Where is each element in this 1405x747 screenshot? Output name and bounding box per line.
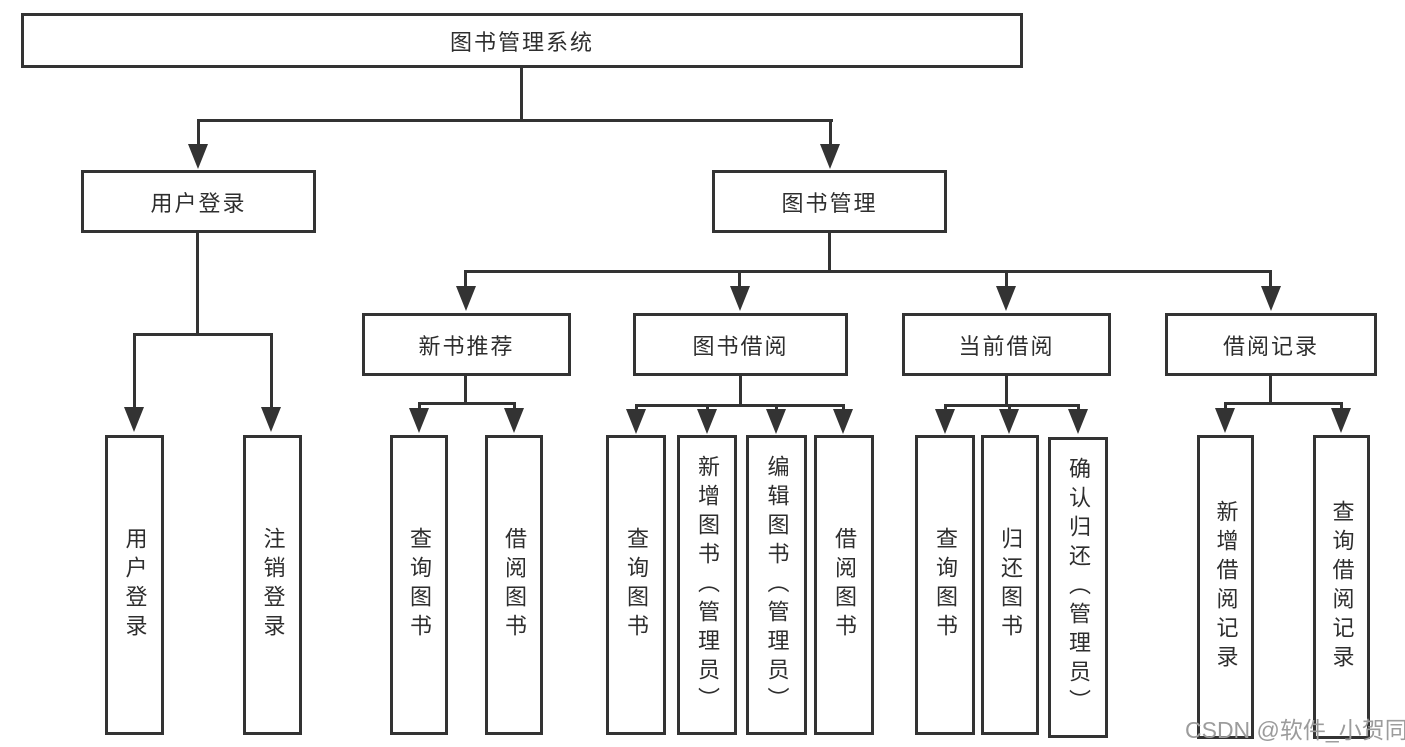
connector-line <box>197 119 200 147</box>
connector-line <box>1008 404 1011 410</box>
connector-line <box>706 404 709 410</box>
arrow-down-icon <box>456 286 476 311</box>
arrow-down-icon <box>261 407 281 432</box>
leaf-record-query-record: 查询借阅记录 <box>1313 435 1370 739</box>
arrow-down-icon <box>935 409 955 434</box>
connector-line <box>133 333 136 408</box>
node-label: 新增图书（管理员） <box>695 454 720 716</box>
node-label: 当前借阅 <box>958 333 1055 359</box>
leaf-current-return-book: 归还图书 <box>981 435 1039 735</box>
connector-line <box>1224 402 1343 405</box>
watermark: CSDN @软件_小贺同学 <box>1185 717 1405 743</box>
node-new-book-recommendation: 新书推荐 <box>362 313 571 376</box>
arrow-down-icon <box>626 409 646 434</box>
connector-line <box>775 404 778 410</box>
node-label: 查询图书 <box>624 527 649 643</box>
connector-line <box>944 404 947 410</box>
connector-line <box>1077 404 1080 410</box>
connector-line <box>464 376 467 404</box>
arrow-down-icon <box>730 286 750 311</box>
arrow-down-icon <box>188 144 208 169</box>
node-label: 图书管理系统 <box>449 29 594 55</box>
connector-line <box>196 233 199 335</box>
leaf-borrow-add-book-admin: 新增图书（管理员） <box>677 435 737 735</box>
connector-line <box>738 270 741 287</box>
node-current-borrowing: 当前借阅 <box>902 313 1111 376</box>
connector-line <box>464 270 1272 273</box>
node-user-login-branch: 用户登录 <box>81 170 316 233</box>
connector-line <box>418 402 421 410</box>
leaf-borrow-borrow-books: 借阅图书 <box>814 435 874 735</box>
connector-line <box>197 119 833 122</box>
arrow-down-icon <box>409 408 429 433</box>
connector-line <box>1340 402 1343 410</box>
arrow-down-icon <box>999 409 1019 434</box>
leaf-record-add-record: 新增借阅记录 <box>1197 435 1254 739</box>
leaf-current-confirm-return-admin: 确认归还（管理员） <box>1048 437 1108 738</box>
node-label: 新书推荐 <box>418 333 515 359</box>
node-label: 归还图书 <box>998 527 1023 643</box>
connector-line <box>1005 270 1008 287</box>
connector-line <box>270 333 273 408</box>
leaf-user-login: 用户登录 <box>105 435 164 735</box>
node-label: 用户登录 <box>150 190 247 216</box>
node-label: 用户登录 <box>122 527 148 643</box>
connector-line <box>739 376 742 406</box>
node-label: 新增借阅记录 <box>1213 500 1239 674</box>
arrow-down-icon <box>820 144 840 169</box>
connector-line <box>635 404 638 410</box>
connector-line <box>1269 270 1272 287</box>
leaf-logout: 注销登录 <box>243 435 302 735</box>
node-label: 编辑图书（管理员） <box>764 454 790 716</box>
node-label: 注销登录 <box>260 527 286 643</box>
connector-line <box>133 333 273 336</box>
connector-line <box>513 402 516 410</box>
arrow-down-icon <box>833 409 853 434</box>
arrow-down-icon <box>996 286 1016 311</box>
arrow-down-icon <box>766 409 786 434</box>
node-label: 查询借阅记录 <box>1329 500 1355 674</box>
node-label: 确认归还（管理员） <box>1066 457 1091 718</box>
connector-line <box>418 402 516 405</box>
arrow-down-icon <box>1068 409 1088 434</box>
connector-line <box>944 404 1080 407</box>
node-label: 借阅图书 <box>832 527 857 643</box>
node-label: 图书借阅 <box>692 333 789 359</box>
connector-line <box>1269 376 1272 404</box>
connector-line <box>464 270 467 287</box>
connector-line <box>1224 402 1227 410</box>
connector-line <box>829 119 832 147</box>
node-label: 借阅记录 <box>1222 333 1319 359</box>
connector-line <box>828 233 831 273</box>
node-book-borrowing: 图书借阅 <box>633 313 848 376</box>
arrow-down-icon <box>697 409 717 434</box>
leaf-borrow-query-books: 查询图书 <box>606 435 666 735</box>
leaf-borrow-edit-book-admin: 编辑图书（管理员） <box>746 435 807 735</box>
arrow-down-icon <box>1261 286 1281 311</box>
node-borrowing-records: 借阅记录 <box>1165 313 1377 376</box>
arrow-down-icon <box>504 408 524 433</box>
node-label: 查询图书 <box>407 527 432 643</box>
node-label: 图书管理 <box>781 190 878 216</box>
connector-line <box>842 404 845 410</box>
leaf-newbook-borrow-books: 借阅图书 <box>485 435 543 735</box>
node-label: 查询图书 <box>933 527 958 643</box>
connector-line <box>1005 376 1008 406</box>
arrow-down-icon <box>1215 408 1235 433</box>
node-book-management: 图书管理 <box>712 170 947 233</box>
node-library-management-system: 图书管理系统 <box>21 13 1023 68</box>
leaf-current-query-books: 查询图书 <box>915 435 975 735</box>
connector-line <box>520 66 523 119</box>
arrow-down-icon <box>1331 408 1351 433</box>
node-label: 借阅图书 <box>502 527 527 643</box>
leaf-newbook-query-books: 查询图书 <box>390 435 448 735</box>
connector-line <box>635 404 845 407</box>
arrow-down-icon <box>124 407 144 432</box>
